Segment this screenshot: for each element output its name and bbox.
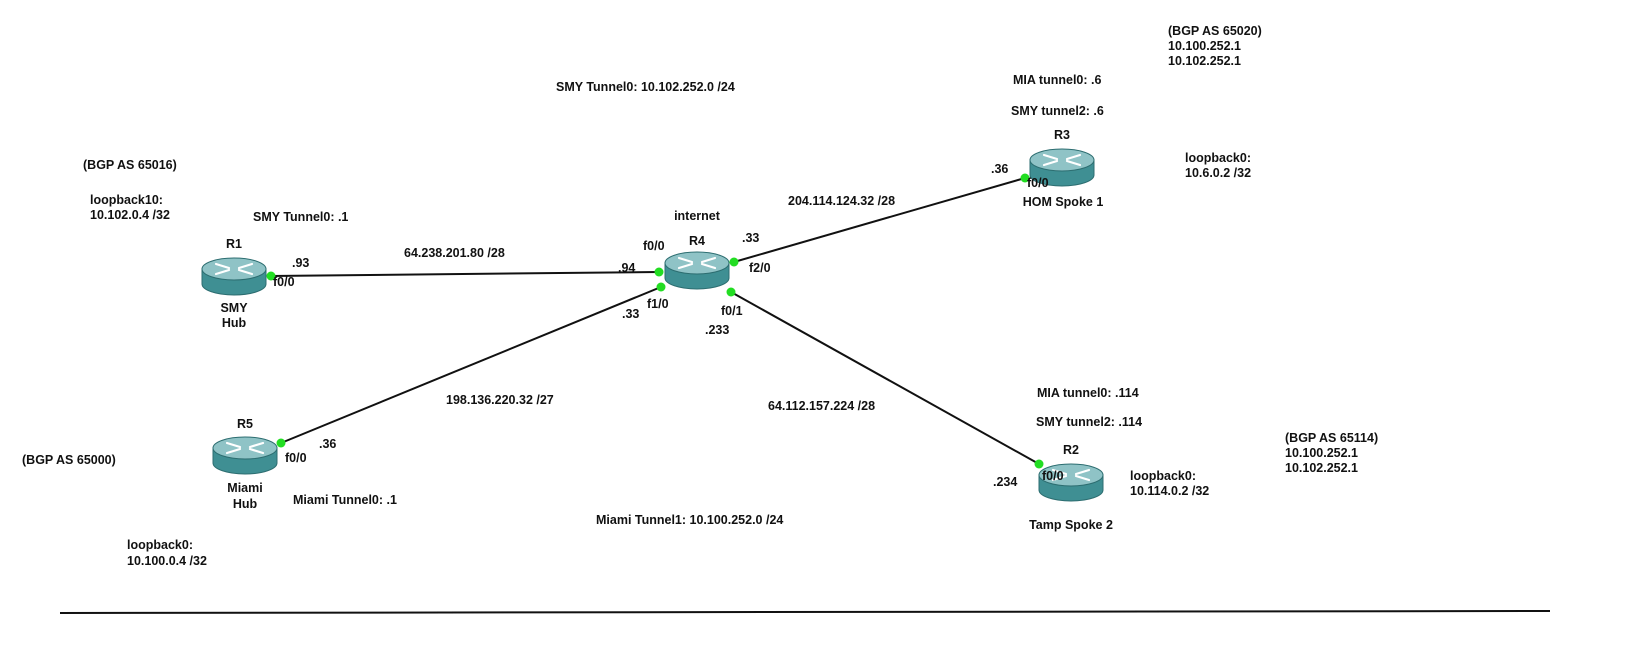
- router-R1[interactable]: R1 SMY Hub: [200, 237, 268, 330]
- bgp-as-label: (BGP AS 65020): [1168, 24, 1262, 38]
- port-dot[interactable]: [276, 438, 286, 448]
- router-R5[interactable]: R5 Miami Hub: [211, 417, 279, 511]
- port-dot[interactable]: [729, 257, 739, 267]
- router-label-line: Hub: [222, 316, 247, 330]
- ports: [266, 173, 1044, 469]
- ip-label: .36: [991, 162, 1008, 176]
- port-dot[interactable]: [266, 271, 276, 281]
- link-r4-r3[interactable]: [733, 177, 1026, 263]
- link-r4-r2[interactable]: [730, 291, 1040, 465]
- router-label-line: internet: [674, 209, 721, 223]
- tunnel-network-label: SMY Tunnel0: 10.102.252.0 /24: [556, 80, 735, 94]
- tunnel-ip-label: SMY Tunnel0: .1: [253, 210, 348, 224]
- loopback-label: loopback0:: [1130, 469, 1196, 483]
- link-subnet-label: 64.112.157.224 /28: [768, 399, 875, 413]
- loopback-address: 10.102.0.4 /32: [90, 208, 170, 222]
- router-label-line: HOM Spoke 1: [1023, 195, 1104, 209]
- router-name: R4: [689, 234, 705, 248]
- router-label-line: Tamp Spoke 2: [1029, 518, 1113, 532]
- ip-label: .234: [993, 475, 1017, 489]
- interface-label: f0/0: [285, 451, 307, 465]
- links: [270, 177, 1040, 465]
- router-name: R5: [237, 417, 253, 431]
- link-subnet-label: 204.114.124.32 /28: [788, 194, 895, 208]
- bgp-neighbor-address: 10.100.252.1: [1285, 446, 1358, 460]
- loopback-address: 10.6.0.2 /32: [1185, 166, 1251, 180]
- link-subnet-label: 64.238.201.80 /28: [404, 246, 505, 260]
- link-r4-r5[interactable]: [280, 286, 662, 444]
- interface-label: f0/1: [721, 304, 743, 318]
- ip-label: .233: [705, 323, 729, 337]
- bgp-neighbor-address: 10.100.252.1: [1168, 39, 1241, 53]
- annotations: SMY Tunnel0: 10.102.252.0 /24 Miami Tunn…: [22, 24, 1378, 568]
- tunnel-ip-label: MIA tunnel0: .114: [1037, 386, 1139, 400]
- router-name: R2: [1063, 443, 1079, 457]
- link-r1-r4[interactable]: [270, 271, 660, 277]
- router-label-line: Hub: [233, 497, 258, 511]
- port-dot[interactable]: [656, 282, 666, 292]
- router-icon: [211, 435, 279, 476]
- loopback-label: loopback10:: [90, 193, 163, 207]
- interface-label: f0/0: [1027, 176, 1049, 190]
- port-dot[interactable]: [726, 287, 736, 297]
- loopback-label: loopback0:: [127, 538, 193, 552]
- tunnel-ip-label: MIA tunnel0: .6: [1013, 73, 1101, 87]
- ip-label: .94: [618, 261, 635, 275]
- port-dot[interactable]: [654, 267, 664, 277]
- tunnel-ip-label: SMY tunnel2: .6: [1011, 104, 1104, 118]
- router-R2[interactable]: R2 Tamp Spoke 2: [1029, 443, 1113, 532]
- ip-label: .93: [292, 256, 309, 270]
- loopback-address: 10.100.0.4 /32: [127, 554, 207, 568]
- router-name: R3: [1054, 128, 1070, 142]
- tunnel-ip-label: Miami Tunnel0: .1: [293, 493, 397, 507]
- ip-label: .33: [742, 231, 759, 245]
- tunnel-network-label: Miami Tunnel1: 10.100.252.0 /24: [596, 513, 783, 527]
- loopback-address: 10.114.0.2 /32: [1130, 484, 1209, 498]
- bgp-neighbor-address: 10.102.252.1: [1285, 461, 1358, 475]
- router-label-line: Miami: [227, 481, 262, 495]
- bgp-as-label: (BGP AS 65000): [22, 453, 116, 467]
- interface-labels: f0/0 .93 f0/0 .94 f2/0 .33 f0/0 .36 f1/0…: [273, 162, 1064, 489]
- router-R4[interactable]: internet R4: [663, 209, 731, 291]
- interface-label: f0/0: [643, 239, 665, 253]
- link-subnet-label: 198.136.220.32 /27: [446, 393, 554, 407]
- router-R3[interactable]: R3 HOM Spoke 1: [1023, 128, 1104, 209]
- router-name: R1: [226, 237, 242, 251]
- interface-label: f0/0: [1042, 469, 1064, 483]
- interface-label: f0/0: [273, 275, 295, 289]
- router-icon: [200, 256, 268, 297]
- ip-label: .33: [622, 307, 639, 321]
- interface-label: f2/0: [749, 261, 771, 275]
- interface-label: f1/0: [647, 297, 669, 311]
- bgp-neighbor-address: 10.102.252.1: [1168, 54, 1241, 68]
- port-dot[interactable]: [1020, 173, 1030, 183]
- loopback-label: loopback0:: [1185, 151, 1251, 165]
- bottom-divider: [59, 610, 1551, 614]
- port-dot[interactable]: [1034, 459, 1044, 469]
- bgp-as-label: (BGP AS 65016): [83, 158, 177, 172]
- tunnel-ip-label: SMY tunnel2: .114: [1036, 415, 1142, 429]
- router-label-line: SMY: [220, 301, 248, 315]
- router-icon: [663, 250, 731, 291]
- subnet-labels: 64.238.201.80 /28 204.114.124.32 /28 198…: [404, 194, 895, 413]
- bgp-as-label: (BGP AS 65114): [1285, 431, 1378, 445]
- ip-label: .36: [319, 437, 336, 451]
